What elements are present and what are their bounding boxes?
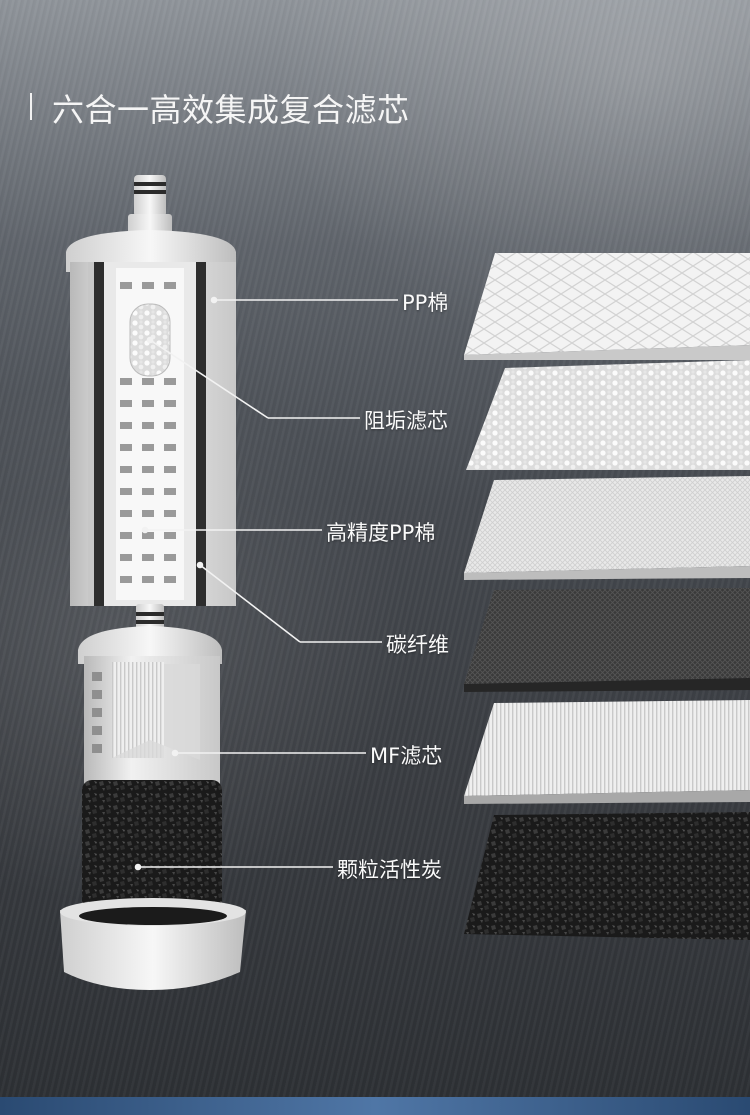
label-mf: MF滤芯 [370, 744, 443, 768]
label-scale-inhibitor: 阻垢滤芯 [364, 409, 448, 433]
nozzle [134, 175, 166, 217]
material-sheets [464, 253, 750, 940]
leader-lines [134, 296, 398, 871]
sheet-mf [464, 700, 750, 796]
sheet-pp [464, 253, 750, 355]
sheet-scale-inhibitor [466, 360, 750, 470]
upper-cartridge [66, 175, 236, 630]
sheet-high-precision-pp [464, 476, 750, 573]
sheet-carbon-fiber [464, 588, 750, 684]
mf-membrane [112, 662, 164, 758]
page-title: 六合一高效集成复合滤芯 [52, 91, 410, 129]
lower-cartridge [60, 626, 246, 990]
label-carbon-fiber: 碳纤维 [386, 633, 449, 657]
carbon-fiber-layer [94, 262, 104, 606]
sheet-activated-carbon [464, 812, 750, 940]
label-high-precision-pp: 高精度PP棉 [326, 521, 436, 545]
bottom-accent-band [0, 1097, 750, 1115]
top-cap [66, 230, 236, 272]
label-pp: PP棉 [402, 291, 449, 315]
title-accent-bar [30, 93, 32, 120]
label-activated-carbon: 颗粒活性炭 [337, 858, 442, 882]
base-cup [60, 910, 246, 990]
